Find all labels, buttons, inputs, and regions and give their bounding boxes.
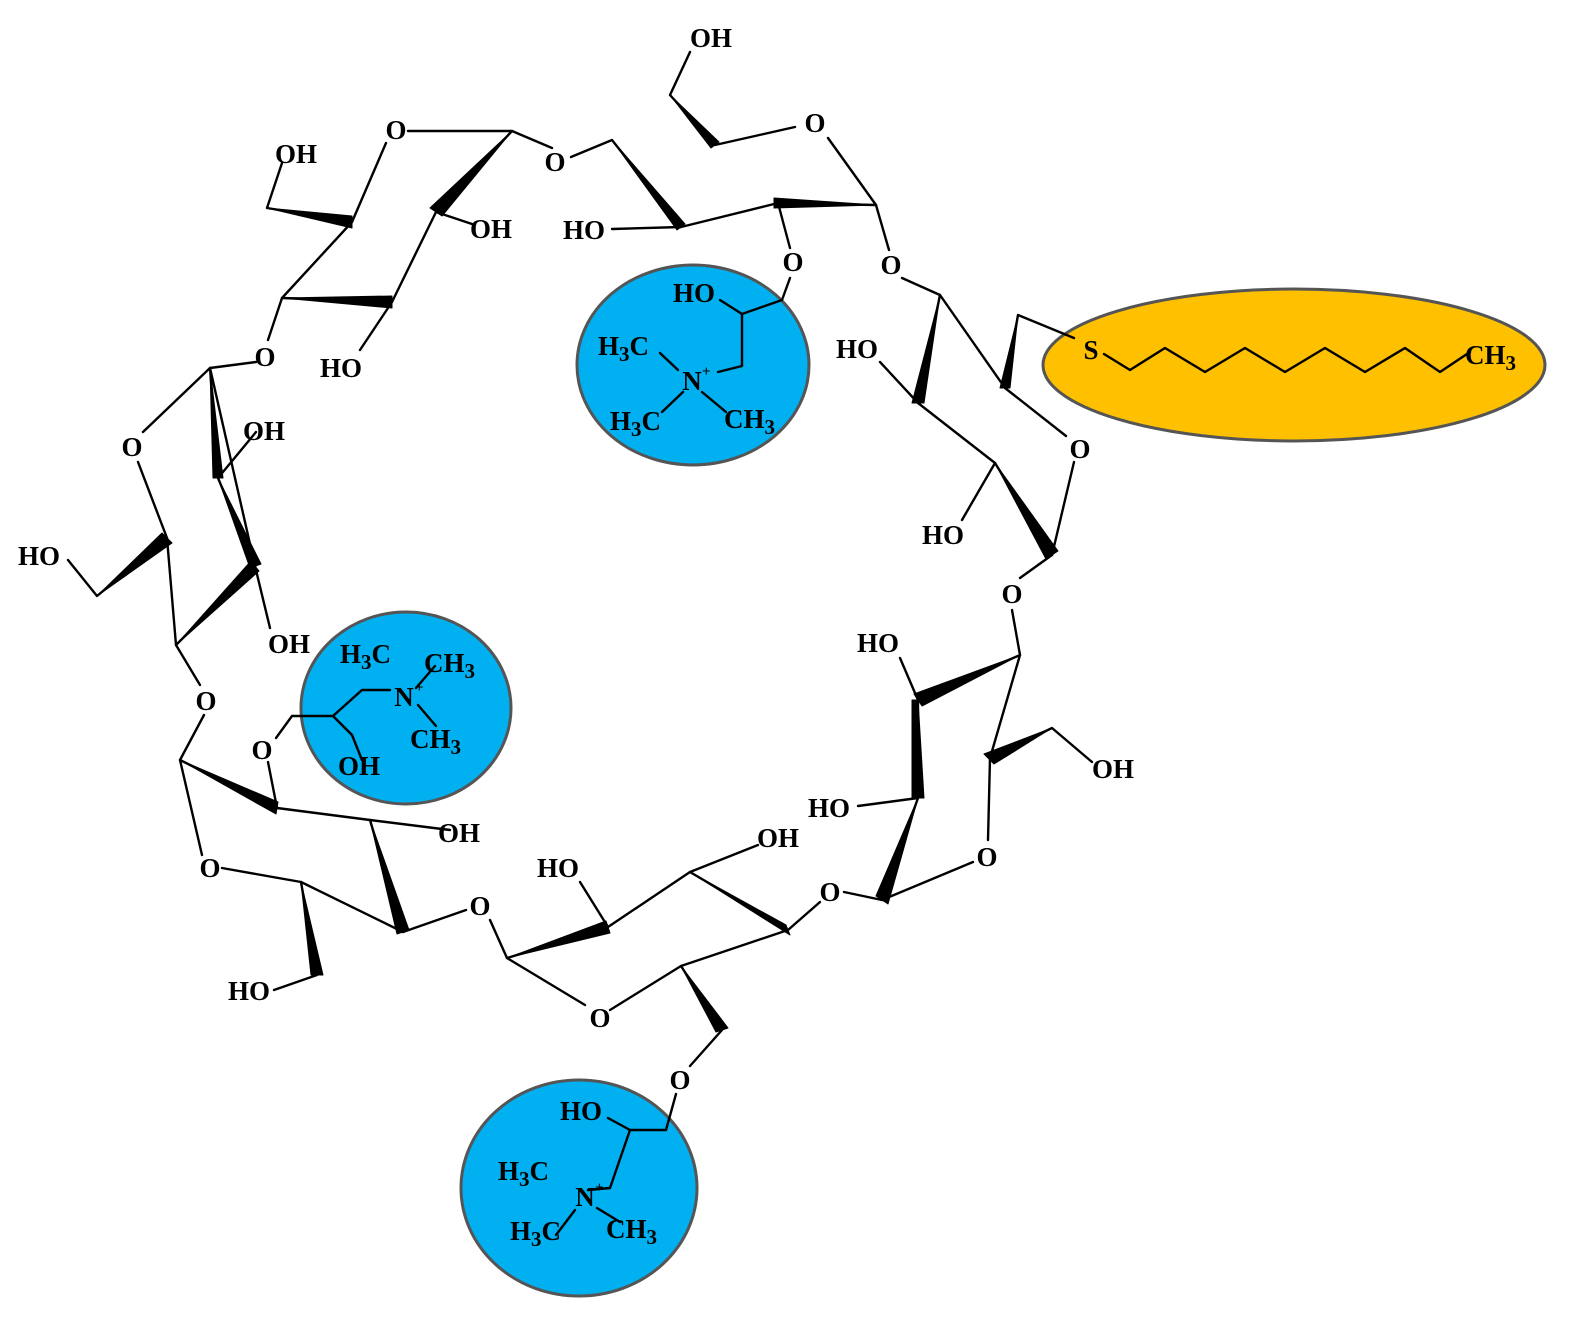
ring-oxygen-f: O [976,842,997,872]
hydroxyl-ammonium-bottom: HO [560,1096,602,1126]
bridge-oxygen-fg: O [1001,579,1022,609]
charge-bottom: + [595,1180,604,1196]
ether-oxygen-bottom: O [669,1065,690,1095]
ring-oxygen-c: O [121,432,142,462]
hydroxyl-b2: HO [320,353,362,383]
methyl-bottom-2: H3C [510,1216,561,1251]
ether-oxygen-top: O [782,247,803,277]
ammonium-labels-left: H3C CH3 N + CH3 OH [338,639,475,781]
thioalkyl-group [1041,287,1547,443]
methyl-top-2: H3C [610,406,661,441]
charge-top: + [702,364,711,380]
methyl-left-2: CH3 [424,648,475,683]
methyl-top-3: CH3 [724,404,775,439]
nitrogen-left: N [394,682,414,712]
ammonium-labels-bottom: HO H3C N + H3C CH3 [498,1096,657,1251]
ether-oxygen-left: O [251,735,272,765]
bridge-oxygen-de: O [469,891,490,921]
chain-terminal-methyl: CH3 [1465,340,1516,375]
hydroxyl-e2: HO [537,853,579,883]
hydroxyl-f6: OH [1092,754,1134,784]
hydroxyl-d6: HO [228,976,270,1006]
hydroxyl-c3: OH [243,416,285,446]
sulfur-atom: S [1083,335,1098,365]
bridge-oxygen-ga: O [880,250,901,280]
hydroxyl-b6: OH [275,139,317,169]
hydroxyl-f2: HO [857,628,899,658]
hydroxyl-g2: HO [836,334,878,364]
hydroxyl-ammonium-left: OH [338,751,380,781]
ring-oxygen-b: O [385,115,406,145]
charge-left: + [415,680,424,696]
hydroxyl-ammonium-top: HO [673,278,715,308]
bridge-oxygen-bc: O [254,342,275,372]
nitrogen-top: N [682,366,702,396]
hydroxyl-f3: HO [808,793,850,823]
ammonium-blob-top [575,263,811,467]
ammonium-group-top [575,263,811,467]
ammonium-blob-left [299,610,513,806]
ammonium-blob-bottom [459,1078,699,1298]
hydroxyl-c2: OH [268,629,310,659]
ring-oxygen-g: O [1069,434,1090,464]
bridge-oxygen-ef: O [819,877,840,907]
ring-oxygen-a: O [804,108,825,138]
hydroxyl-e3: OH [757,823,799,853]
methyl-bottom-1: H3C [498,1156,549,1191]
hydroxyl-labels: OH HO OH OH HO OH HO OH OH HO HO OH HO H… [18,23,1134,1006]
hydroxyl-c6: HO [18,541,60,571]
hydroxyl-g3: HO [922,520,964,550]
methyl-left-1: H3C [340,639,391,674]
ammonium-group-left [299,610,513,806]
hydroxyl-b3: OH [470,214,512,244]
hydroxyl-a6: OH [690,23,732,53]
bridge-oxygen-ab: O [544,147,565,177]
methyl-top-1: H3C [598,331,649,366]
ammonium-group-bottom [459,1078,699,1298]
oxygen-atoms: O O O O O O O O O O O O O O O O O [121,108,1090,1095]
hydroxyl-d3: OH [438,818,480,848]
methyl-bottom-3: CH3 [606,1214,657,1249]
thioalkyl-blob [1041,287,1547,443]
thioalkyl-labels: S CH3 [1083,335,1516,375]
ring-oxygen-e: O [589,1003,610,1033]
wedge-bonds [96,94,1059,1033]
nitrogen-bottom: N [575,1182,595,1212]
methyl-left-3: CH3 [410,724,461,759]
ring-oxygen-d: O [199,853,220,883]
hydroxyl-a2: HO [563,215,605,245]
bridge-oxygen-cd: O [195,686,216,716]
ammonium-labels-top: HO H3C N + H3C CH3 [598,278,775,441]
